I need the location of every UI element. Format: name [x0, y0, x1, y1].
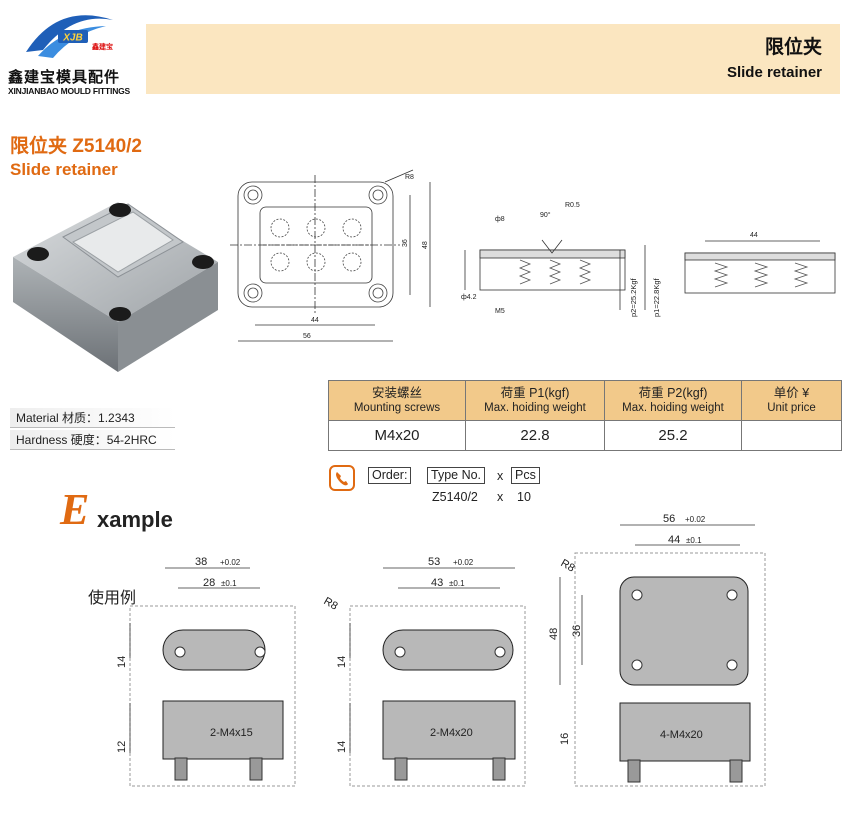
logo-badge-text: XJB — [62, 33, 82, 44]
table-cell — [741, 420, 842, 451]
section-view-drawing: ф8 90° R0.5 ф4.2 M5 p2=25.2Kgf p1=22.8Kg… — [461, 202, 661, 317]
ex2-depth: 14 — [336, 741, 348, 753]
ex2-height: 14 — [336, 656, 348, 668]
brand-name-en: XINJIANBAO MOULD FITTINGS — [8, 86, 131, 96]
dim-r0-5: R0.5 — [565, 202, 580, 209]
dim-p1: p1=22.8Kgf — [652, 278, 661, 317]
product-photo — [13, 202, 218, 372]
ex2-inner-tol: ±0.1 — [449, 579, 465, 588]
phone-icon — [329, 465, 355, 491]
order-type-label: Type No. — [427, 467, 486, 484]
ex3-height: 48 — [548, 628, 560, 640]
order-x-2: x — [497, 490, 504, 504]
logo-subtitle: 鑫建宝 — [91, 42, 113, 51]
ex3-depth: 16 — [559, 733, 571, 745]
order-pcs-label: Pcs — [511, 467, 540, 484]
ex2-inner-dim: 43 — [431, 577, 443, 589]
ex2-radius: R8 — [322, 595, 340, 612]
ex1-depth: 12 — [116, 741, 128, 753]
header-cn: 安装螺丝 — [371, 385, 422, 400]
example-title-initial: E — [60, 485, 90, 534]
ex3-inner-tol: ±0.1 — [686, 536, 702, 545]
dim-p2: p2=25.2Kgf — [629, 278, 638, 317]
table-cell: M4x20 — [328, 420, 466, 451]
ex1-top-dim: 38 — [195, 556, 207, 568]
ex3-radius: R8 — [559, 557, 577, 574]
example-subtitle-cn: 使用例 — [88, 590, 137, 607]
order-x-1: x — [497, 469, 504, 483]
header-en: Max. hoiding weight — [622, 401, 724, 414]
header-band: 限位夹 Slide retainer — [146, 24, 840, 94]
ex2-screw: 2-M4x20 — [430, 727, 473, 739]
brand-name-cn: 鑫建宝模具配件 — [8, 69, 121, 86]
order-qty: 10 — [517, 490, 531, 504]
order-label: Order: — [368, 467, 412, 484]
header-en: Max. hoiding weight — [484, 401, 586, 414]
side-view-drawing: 44 — [684, 232, 836, 294]
dim-48: 48 — [422, 241, 429, 249]
dim-44: 44 — [311, 317, 319, 324]
dim-56: 56 — [303, 333, 311, 340]
ex1-screw: 2-M4x15 — [210, 727, 253, 739]
dim-phi4-2: ф4.2 — [461, 294, 477, 301]
product-title-cn: 限位夹 Z5140/2 — [10, 136, 142, 157]
example-diagram-3: 56 +0.02 44 ±0.1 R8 48 36 16 4-M4x20 — [548, 513, 766, 787]
dim-angle: 90° — [540, 211, 551, 219]
ex1-inner-dim: 28 — [203, 577, 215, 589]
side-dim-44: 44 — [750, 232, 758, 239]
ex3-top-tol: +0.02 — [685, 515, 706, 524]
table-header-cell: 单价 ¥Unit price — [741, 380, 842, 421]
table-header-cell: 荷重 P1(kgf)Max. hoiding weight — [465, 380, 605, 421]
header-en: Mounting screws — [353, 401, 441, 414]
header-cn: 荷重 P1(kgf) — [500, 385, 570, 400]
ex3-top-dim: 56 — [663, 513, 675, 525]
header-en: Unit price — [767, 401, 816, 414]
ex1-top-tol: +0.02 — [220, 558, 241, 567]
table-cell: 22.8 — [465, 420, 605, 451]
header-title-en: Slide retainer — [726, 64, 822, 81]
header-cn: 单价 ¥ — [773, 385, 810, 400]
ex2-top-tol: +0.02 — [453, 558, 474, 567]
ex3-screw: 4-M4x20 — [660, 729, 703, 741]
material-spec: Material 材质：1.2343 — [10, 408, 175, 428]
hardness-spec: Hardness 硬度：54-2HRC — [10, 430, 175, 450]
table-header-cell: 荷重 P2(kgf)Max. hoiding weight — [604, 380, 742, 421]
top-view-drawing: R8 44 56 36 48 — [230, 169, 431, 342]
example-diagram-2: 53 +0.02 43 ±0.1 R8 14 14 2-M4x20 — [322, 556, 526, 787]
dim-36: 36 — [402, 239, 409, 247]
ex2-top-dim: 53 — [428, 556, 440, 568]
ex3-inner-h: 36 — [571, 625, 583, 637]
dim-r8: R8 — [405, 174, 414, 181]
ex1-height: 14 — [116, 656, 128, 668]
dim-m5: M5 — [495, 308, 505, 315]
example-diagram-1: 38 +0.02 28 ±0.1 14 12 2-M4x15 — [116, 556, 296, 787]
brand-logo: XJB 鑫建宝 — [26, 15, 113, 58]
header-title-cn: 限位夹 — [764, 37, 822, 58]
ex3-inner-dim: 44 — [668, 534, 680, 546]
order-type-value: Z5140/2 — [432, 490, 478, 504]
ex1-inner-tol: ±0.1 — [221, 579, 237, 588]
example-title: xample — [97, 507, 173, 532]
table-row: M4x20 22.8 25.2 — [328, 420, 842, 451]
product-title-en: Slide retainer — [10, 160, 118, 179]
dim-phi8: ф8 — [495, 216, 505, 223]
table-cell: 25.2 — [604, 420, 742, 451]
header-cn: 荷重 P2(kgf) — [638, 385, 708, 400]
